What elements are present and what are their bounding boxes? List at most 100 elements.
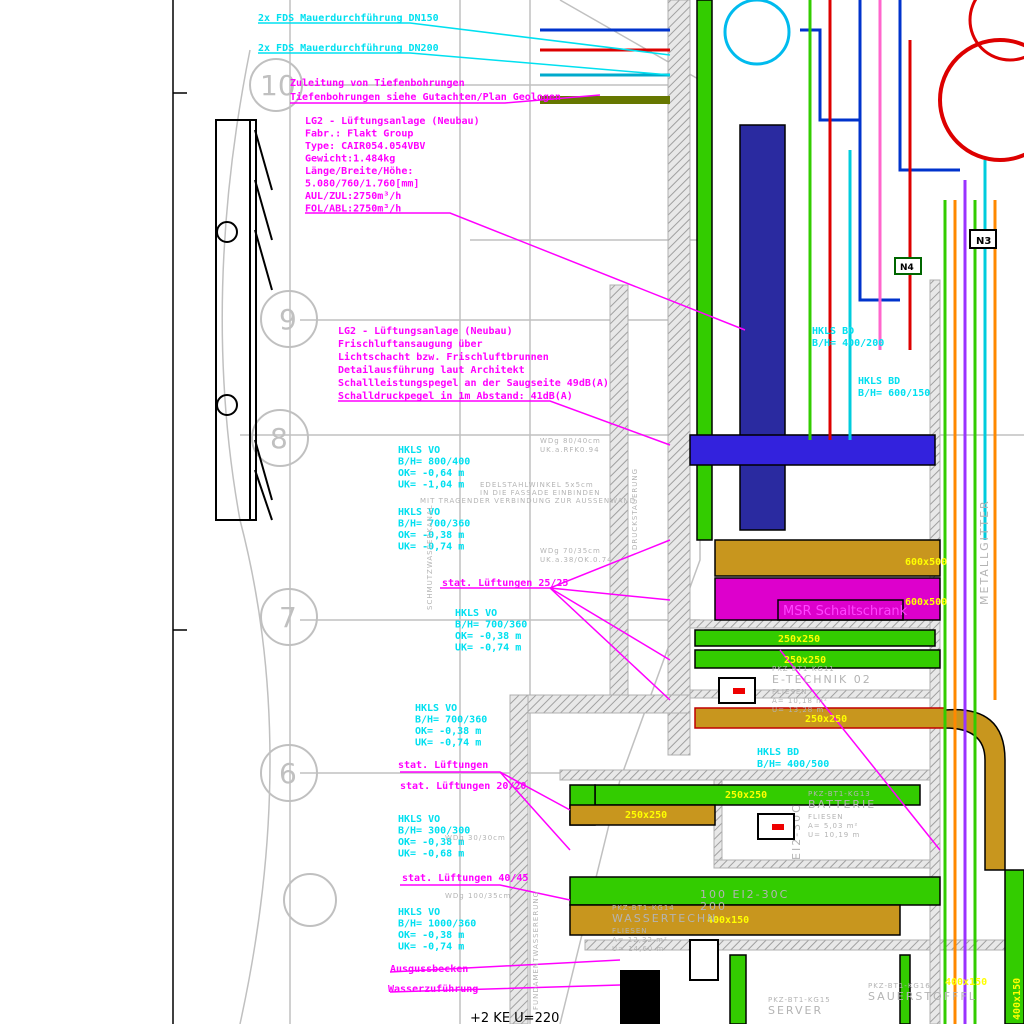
room-code: PKZ-BT1-KG16 — [868, 982, 931, 990]
hkls-bd: HKLS BD — [812, 326, 854, 337]
hkls-line: B/H= 700/360 — [398, 519, 470, 530]
hkls-line: UK= -0,74 m — [398, 942, 464, 953]
note-wall-penetration: 2x FDS Mauerdurchführung DN150 — [258, 13, 439, 24]
axis-label: 8 — [270, 422, 288, 455]
duct-size: 250x250 — [625, 810, 667, 821]
room-name: WASSERTECHN — [612, 912, 717, 925]
duct-size: 250x250 — [784, 655, 826, 666]
note-line: Schalldruckpegel in 1m Abstand: 41dB(A) — [338, 390, 573, 402]
wall-opening-tag: UK.a.38/OK.0.74 — [540, 556, 613, 564]
hkls-line: OK= -0,64 m — [398, 468, 464, 479]
hkls-bd: HKLS BD — [858, 376, 900, 387]
wall-opening-tag: WDg 30/30cm — [445, 834, 506, 842]
hkls-line: B/H= 1000/360 — [398, 919, 476, 930]
room-area: A= 12,32 m² — [612, 936, 668, 944]
note-line: FOL/ABL:2750m³/h — [305, 204, 401, 215]
hkls-bd: B/H= 600/150 — [858, 388, 930, 399]
wall-opening-tag: UK.a.RFK0.94 — [540, 446, 600, 454]
room-floor: FLIESEN — [612, 927, 648, 935]
vertical-label: METALLGITTER — [978, 499, 991, 605]
hkls-line: B/H= 300/300 — [398, 826, 470, 837]
note-wall-penetration: 2x FDS Mauerdurchführung DN200 — [258, 43, 439, 54]
hkls-line: HKLS VO — [415, 703, 457, 714]
note-line: 5.080/760/1.760[mm] — [305, 179, 419, 190]
hkls-line: HKLS VO — [455, 608, 497, 619]
door-label: 100 EI2-30C — [700, 888, 789, 901]
msr-cabinet-label: MSR Schaltschrank — [783, 604, 908, 619]
vertical-label: FUNDAMENTWASSERERUNG — [532, 891, 540, 1010]
hkls-line: OK= -0,38 m — [398, 930, 464, 941]
note-line: Frischluftansaugung über — [338, 338, 483, 350]
gray-note: MIT TRAGENDER VERBINDUNG ZUR AUSSENWAND — [420, 497, 636, 505]
ducts — [569, 0, 1024, 1024]
pipes-right — [540, 0, 997, 1024]
room-area: A= 5,03 m² — [808, 822, 858, 830]
hkls-line: B/H= 700/360 — [455, 620, 527, 631]
room-name: E-TECHNIK 02 — [772, 673, 872, 686]
note-ground: Tiefenbohrungen siehe Gutachten/Plan Geo… — [290, 91, 561, 103]
wall-opening-tag: WDg 80/40cm — [540, 437, 601, 445]
axis-label: 6 — [279, 757, 297, 790]
wall-opening-tag: WDg 70/35cm — [540, 547, 601, 555]
sheet-frame — [172, 0, 187, 1024]
room-name: SAUERSTOFFFL — [868, 990, 977, 1003]
room-perimeter: U= 14,60 m — [612, 945, 664, 953]
room-code: PKZ-BT1-KG15 — [768, 996, 831, 1004]
hkls-bd: B/H= 400/200 — [812, 338, 884, 349]
grid-lines — [221, 0, 1024, 1024]
grid-axis-markers — [249, 58, 337, 927]
hkls-line: OK= -0,38 m — [455, 631, 521, 642]
hkls-line: UK= -0,74 m — [398, 542, 464, 553]
room-perimeter: U= 10,19 m — [808, 831, 860, 839]
note-line: LG2 - Lüftungsanlage (Neubau) — [305, 116, 480, 127]
symbol-tag: N3 — [976, 236, 991, 247]
note-line: Schallleistungspegel an der Saugseite 49… — [338, 377, 609, 389]
room-floor: FLIESEN — [772, 688, 808, 696]
note-line: Gewicht:1.484kg — [305, 153, 395, 165]
room-perimeter: U= 13,28 m — [772, 706, 824, 714]
leader-lines-cyan — [258, 22, 671, 76]
note-sink: Ausgussbecken — [390, 964, 468, 975]
elevation-label: +2 KE U=220 — [470, 1011, 559, 1024]
leader-lines — [290, 94, 941, 993]
vertical-label: SCHMUTZWASSERKANAL — [426, 504, 434, 610]
hkls-line: HKLS VO — [398, 814, 440, 825]
hkls-line: HKLS VO — [398, 507, 440, 518]
hkls-line: B/H= 800/400 — [398, 457, 470, 468]
hkls-bd: HKLS BD — [757, 747, 799, 758]
hkls-line: HKLS VO — [398, 445, 440, 456]
duct-size: 600x500 — [905, 597, 947, 608]
duct-size: 250x250 — [778, 634, 820, 645]
note-water-supply: Wasserzuführung — [388, 984, 478, 995]
note-line: LG2 - Lüftungsanlage (Neubau) — [338, 326, 513, 337]
hkls-line: OK= -0,38 m — [415, 726, 481, 737]
duct-size: 400x150 — [1012, 978, 1023, 1020]
gray-note: IN DIE FASSADE EINBINDEN — [480, 489, 601, 497]
room-code: PKZ-BT1-KG13 — [808, 790, 871, 798]
axis-label: 9 — [279, 303, 297, 336]
hkls-line: UK= -0,74 m — [455, 643, 521, 654]
hkls-bd: B/H= 400/500 — [757, 759, 829, 770]
pipes-right-circles — [723, 0, 1024, 162]
duct-size: 600x500 — [905, 557, 947, 568]
hkls-line: UK= -0,68 m — [398, 849, 464, 860]
duct-size: 400x150 — [945, 977, 987, 988]
hkls-line: UK= -0,74 m — [415, 738, 481, 749]
note-line: Fabr.: Flakt Group — [305, 129, 413, 140]
gray-note: EDELSTAHLWINKEL 5x5cm — [480, 481, 594, 489]
duct-size: 400x150 — [707, 915, 749, 926]
room-code: PKZ-BT1-KG14 — [612, 904, 675, 912]
hkls-line: B/H= 700/360 — [415, 715, 487, 726]
note-line: AUL/ZUL:2750m³/h — [305, 191, 401, 202]
room-code: PKZ-BT1-KG11 — [772, 665, 835, 673]
duct-size: 250x250 — [725, 790, 767, 801]
note-vent: stat. Lüftungen 20/20 — [400, 781, 526, 792]
